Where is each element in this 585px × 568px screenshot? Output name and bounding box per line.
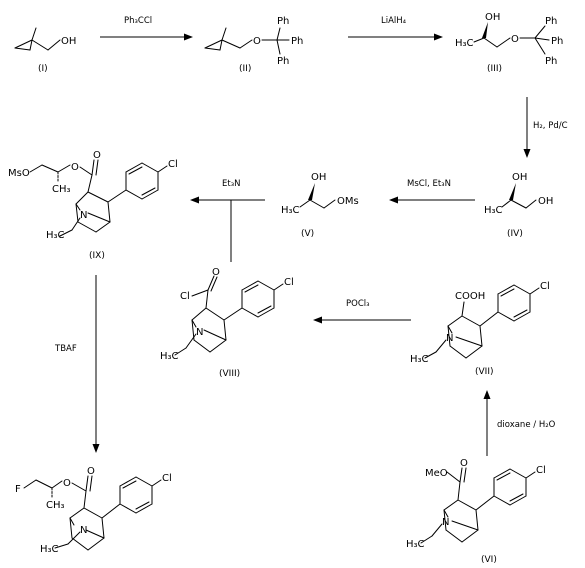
atom-ch3-n: H₃C: [46, 230, 65, 241]
atom-cl: Cl: [162, 473, 172, 484]
atom-ph-1: Ph: [545, 16, 557, 27]
reagent-mscl-et3n: MsCl, Et₃N: [407, 179, 451, 189]
atom-o: O: [212, 267, 220, 278]
atom-o-carbonyl: O: [87, 466, 95, 477]
atom-ph-2: Ph: [551, 36, 563, 47]
atom-ch3-n: H₃C: [40, 544, 59, 555]
reagent-et3n: Et₃N: [222, 179, 240, 189]
atom-ph-3: Ph: [545, 56, 557, 67]
atom-o: O: [511, 34, 519, 45]
compound-II: O Ph Ph Ph (II): [204, 16, 303, 74]
arrow-II-to-III: [348, 33, 443, 41]
atom-cl-acyl: Cl: [180, 291, 190, 302]
reagent-h2-pdc: H₂, Pd/C: [533, 121, 568, 131]
atom-oh-1: OH: [512, 172, 527, 183]
compound-I: OH (I): [14, 27, 76, 74]
compound-label-IX: (IX): [89, 251, 105, 261]
atom-ch3: H₃C: [281, 205, 300, 216]
compound-IV: OH H₃C OH (IV): [484, 172, 553, 239]
atom-ch3-ester: CH₃: [52, 184, 71, 195]
arrow-I-to-II: [100, 33, 193, 41]
compound-VIII: Cl O N H₃C Cl (VIII): [160, 267, 294, 379]
atom-ph-2: Ph: [291, 36, 303, 47]
atom-o-carbonyl: O: [460, 458, 468, 469]
reagent-lialh4: LiAlH₄: [381, 16, 407, 26]
compound-label-VIII: (VIII): [219, 369, 240, 379]
compound-label-III: (III): [487, 64, 502, 74]
atom-ch3-n: H₃C: [410, 354, 429, 365]
reagent-labels: Ph₃CCl LiAlH₄ H₂, Pd/C MsCl, Et₃N Et₃N P…: [54, 16, 568, 430]
arrow-IV-to-V: [389, 196, 475, 204]
atom-o-ester: O: [71, 162, 79, 173]
atom-n: N: [196, 327, 203, 338]
reagent-dioxane-water: dioxane / H₂O: [497, 420, 556, 430]
compound-IX: MsO CH₃ O O N H₃C Cl (: [8, 150, 178, 261]
compound-label-V: (V): [301, 229, 314, 239]
atom-ch3-n: H₃C: [160, 351, 179, 362]
compound-label-IV: (IV): [507, 229, 523, 239]
atom-oms: OMs: [337, 196, 359, 207]
atom-oh: OH: [61, 36, 76, 47]
compound-X: F CH₃ O O N H₃C Cl: [15, 466, 172, 555]
arrow-VII-to-VIII: [313, 316, 411, 324]
atom-cl: Cl: [540, 281, 550, 292]
reagent-tbaf: TBAF: [54, 344, 77, 354]
compound-III: OH H₃C O Ph Ph Ph (III): [455, 12, 563, 74]
atom-n: N: [80, 210, 87, 221]
atom-n: N: [80, 525, 87, 536]
atom-n: N: [446, 333, 453, 344]
arrow-VI-to-VII: [483, 390, 491, 456]
atom-ch3-n: H₃C: [406, 539, 425, 550]
atom-cl-aryl: Cl: [284, 277, 294, 288]
arrow-IX-to-X: [92, 275, 100, 453]
atom-o: O: [253, 36, 261, 47]
atom-meo: MeO: [425, 468, 448, 479]
reaction-arrows: [92, 33, 531, 456]
atom-cl: Cl: [536, 465, 546, 476]
compound-label-II: (II): [239, 64, 251, 74]
reagent-ph3ccl: Ph₃CCl: [124, 16, 152, 26]
compound-label-VII: (VII): [475, 367, 494, 377]
atom-cl: Cl: [168, 159, 178, 170]
reagent-pocl3: POCl₃: [346, 299, 370, 309]
atom-n: N: [442, 517, 449, 528]
compound-VI: MeO O N H₃C Cl (VI): [406, 458, 546, 565]
arrow-V-to-IX: [190, 196, 265, 262]
atom-ch3-ester: CH₃: [46, 500, 65, 511]
arrow-III-to-IV: [523, 97, 531, 158]
atom-ph-1: Ph: [277, 16, 289, 27]
compound-VII: COOH N H₃C Cl (VII): [410, 281, 550, 377]
atom-oh: OH: [311, 172, 326, 183]
atom-f: F: [15, 484, 21, 495]
atom-mso: MsO: [8, 168, 30, 179]
atom-o-carbonyl: O: [93, 150, 101, 161]
atom-ch3: H₃C: [455, 38, 474, 49]
atom-oh-2: OH: [538, 196, 553, 207]
atom-ch3: H₃C: [484, 205, 503, 216]
compound-V: OH H₃C OMs (V): [281, 172, 359, 239]
atom-cooh: COOH: [455, 291, 485, 302]
atom-ph-3: Ph: [277, 56, 289, 67]
atom-oh: OH: [485, 12, 500, 23]
atom-o-ester: O: [63, 478, 71, 489]
compound-label-VI: (VI): [481, 555, 497, 565]
compound-label-I: (I): [38, 64, 48, 74]
